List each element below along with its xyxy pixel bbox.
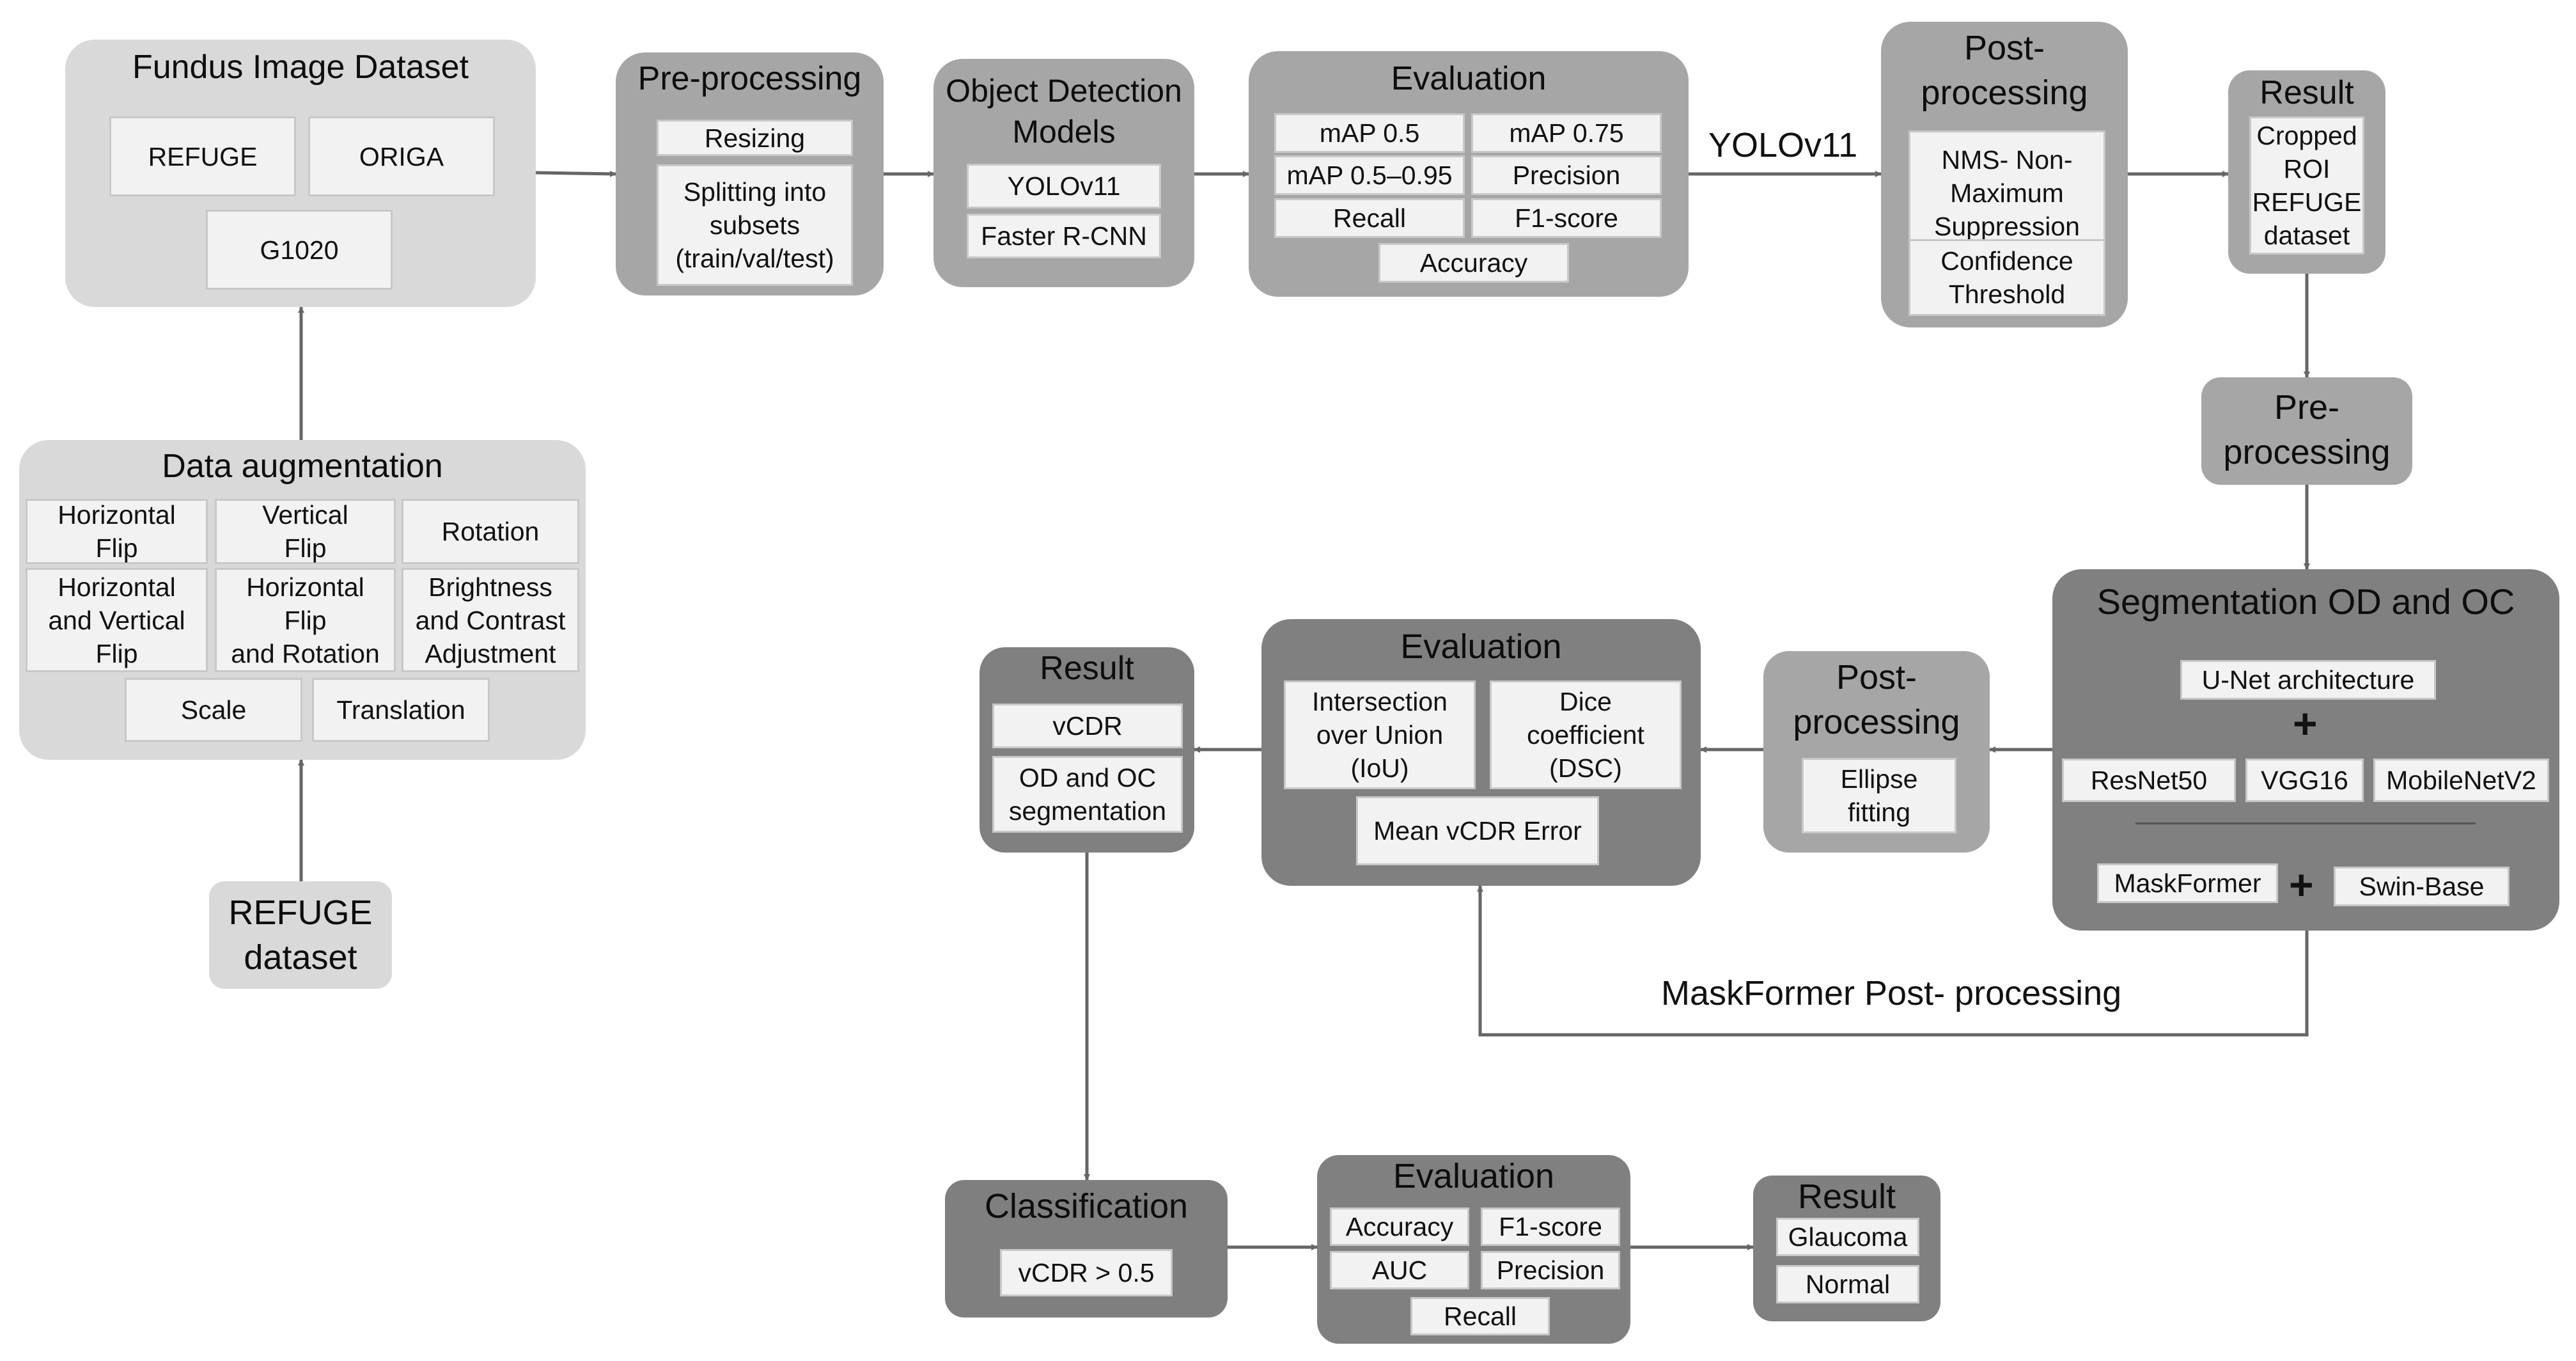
cls-metric-precision: Precision: [1481, 1251, 1620, 1289]
dataset-refuge: REFUGE: [109, 116, 296, 196]
aug-translation: Translation: [312, 678, 490, 742]
cls-metric-recall: Recall: [1410, 1297, 1550, 1335]
metric-map-50: mAP 0.5: [1274, 113, 1465, 153]
metric-iou: Intersection over Union (IoU): [1284, 680, 1476, 789]
result-roi-title: Result: [2260, 74, 2354, 111]
dataset-origa: ORIGA: [308, 116, 495, 196]
dataset-title: Fundus Image Dataset: [132, 49, 469, 86]
edge-label-maskformer: MaskFormer Post- processing: [1661, 974, 2122, 1012]
preprocessing-title: Pre-processing: [637, 60, 862, 97]
result-normal: Normal: [1776, 1265, 1919, 1303]
seg-resnet50: ResNet50: [2062, 759, 2236, 802]
result-od-oc-segmentation: OD and OC segmentation: [992, 756, 1183, 833]
arrow-maskformer-postprocessing: [1477, 885, 2309, 1037]
postprocessing-detection-node: Post- processing NMS- Non- Maximum Suppr…: [1881, 22, 2128, 327]
result-segmentation-node: Result vCDR OD and OC segmentation: [980, 647, 1194, 853]
preprocessing-segmentation-title: Pre- processing: [2223, 388, 2391, 471]
evaluation-classification-title: Evaluation: [1393, 1157, 1555, 1195]
aug-scale: Scale: [125, 678, 302, 742]
aug-horizontal-vertical-flip: Horizontal and Vertical Flip: [26, 568, 208, 672]
classification-title: Classification: [984, 1187, 1189, 1225]
augmentation-node: Data augmentation Horizontal Flip Vertic…: [19, 440, 586, 760]
aug-horizontal-flip-rotation: Horizontal Flip and Rotation: [215, 568, 396, 672]
metric-map-50-95: mAP 0.5–0.95: [1274, 155, 1465, 195]
cls-metric-f1-score: F1-score: [1481, 1208, 1620, 1246]
aug-brightness-contrast: Brightness and Contrast Adjustment: [402, 568, 579, 672]
result-classification-title: Result: [1797, 1177, 1896, 1216]
model-faster-rcnn: Faster R-CNN: [967, 214, 1161, 258]
post-ellipse-fitting: Ellipse fitting: [1802, 758, 1956, 833]
evaluation-segmentation-node: Evaluation Intersection over Union (IoU)…: [1261, 619, 1701, 886]
aug-vertical-flip: Vertical Flip: [215, 499, 396, 564]
cls-metric-accuracy: Accuracy: [1330, 1208, 1469, 1246]
result-roi-node: Result Cropped ROI REFUGE dataset: [2228, 70, 2385, 274]
metric-map-75: mAP 0.75: [1471, 113, 1662, 153]
aug-horizontal-flip: Horizontal Flip: [26, 499, 208, 564]
seg-maskformer: MaskFormer: [2097, 863, 2278, 903]
metric-accuracy: Accuracy: [1378, 243, 1569, 283]
seg-vgg16: VGG16: [2245, 759, 2364, 802]
preprocessing-node: Pre-processing Resizing Splitting into s…: [616, 52, 884, 295]
seg-plus-maskformer: +: [2289, 861, 2314, 908]
segmentation-node: Segmentation OD and OC U-Net architectur…: [2052, 569, 2559, 931]
classification-node: Classification vCDR > 0.5: [945, 1180, 1228, 1318]
evaluation-detection-title: Evaluation: [1391, 60, 1547, 97]
preprocessing-splitting: Splitting into subsets (train/val/test): [657, 164, 853, 286]
evaluation-classification-node: Evaluation Accuracy F1-score AUC Precisi…: [1317, 1155, 1630, 1344]
postprocessing-detection-title: Post- processing: [1921, 29, 2088, 112]
metric-mean-vcdr-error: Mean vCDR Error: [1356, 796, 1599, 865]
cls-metric-auc: AUC: [1330, 1251, 1469, 1289]
refuge-source-title: REFUGE dataset: [228, 893, 373, 977]
metric-precision: Precision: [1471, 155, 1662, 195]
seg-swin-base: Swin-Base: [2334, 867, 2510, 906]
arrow-dataset-to-preprocessing: [535, 170, 616, 177]
postprocessing-segmentation-title: Post- processing: [1793, 658, 1960, 741]
model-yolov11: YOLOv11: [967, 164, 1161, 208]
edge-label-yolo: YOLOv11: [1708, 126, 1858, 164]
dataset-node: Fundus Image Dataset REFUGE ORIGA G1020: [65, 40, 536, 307]
classification-rule: vCDR > 0.5: [1000, 1249, 1173, 1296]
postprocessing-segmentation-node: Post- processing Ellipse fitting: [1763, 651, 1990, 853]
aug-rotation: Rotation: [402, 499, 579, 564]
preprocessing-segmentation-node: Pre- processing: [2201, 377, 2412, 485]
metric-f1-score: F1-score: [1471, 198, 1662, 238]
seg-unet: U-Net architecture: [2180, 660, 2436, 700]
metric-dice: Dice coefficient (DSC): [1490, 680, 1682, 789]
post-nms: NMS- Non- Maximum Suppression: [1909, 130, 2105, 256]
seg-divider: [2135, 822, 2476, 824]
seg-mobilenetv2: MobileNetV2: [2373, 759, 2549, 802]
result-cropped-roi: Cropped ROI REFUGE dataset: [2249, 116, 2364, 255]
seg-plus-unet: +: [2293, 700, 2318, 747]
dataset-g1020: G1020: [206, 210, 393, 290]
result-vcdr: vCDR: [992, 704, 1183, 748]
post-confidence-threshold: Confidence Threshold: [1909, 239, 2105, 316]
refuge-source-node: REFUGE dataset: [209, 881, 392, 989]
segmentation-title: Segmentation OD and OC: [2096, 581, 2515, 622]
result-glaucoma: Glaucoma: [1776, 1218, 1919, 1256]
detection-models-node: Object Detection Models YOLOv11 Faster R…: [933, 59, 1194, 287]
metric-recall: Recall: [1274, 198, 1465, 238]
evaluation-detection-node: Evaluation mAP 0.5 mAP 0.75 mAP 0.5–0.95…: [1249, 51, 1689, 297]
result-classification-node: Result Glaucoma Normal: [1753, 1176, 1940, 1321]
result-segmentation-title: Result: [1040, 650, 1134, 687]
augmentation-title: Data augmentation: [162, 448, 443, 485]
evaluation-segmentation-title: Evaluation: [1400, 627, 1562, 666]
detection-models-title: Object Detection Models: [946, 73, 1182, 150]
preprocessing-resizing: Resizing: [657, 120, 853, 156]
